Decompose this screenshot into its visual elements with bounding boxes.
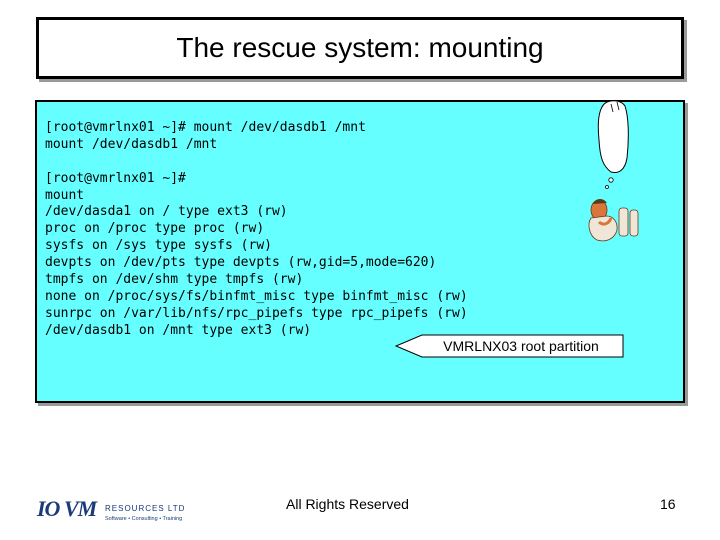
terminal-text: [root@vmrlnx01 ~]# mount /dev/dasdb1 /mn… xyxy=(45,120,468,340)
page-number: 16 xyxy=(660,496,676,512)
terminal-line: tmpfs on /dev/shm type tmpfs (rw) xyxy=(45,272,304,288)
terminal-line: [root@vmrlnx01 ~]# xyxy=(45,170,186,186)
terminal-line: /dev/dasdb1 on /mnt type ext3 (rw) xyxy=(45,322,312,338)
terminal-line: [root@vmrlnx01 ~]# mount /dev/dasdb1 /mn… xyxy=(45,120,366,135)
terminal-line: proc on /proc type proc (rw) xyxy=(45,221,265,237)
terminal-line: sunrpc on /var/lib/nfs/rpc_pipefs type r… xyxy=(45,305,468,321)
terminal-line xyxy=(45,154,468,171)
logo-tagline: Software • Consulting • Training xyxy=(105,516,183,522)
slide-title-box: The rescue system: mounting xyxy=(36,17,684,79)
logo-name: RESOURCES LTD xyxy=(105,504,186,513)
terminal-line: devpts on /dev/pts type devpts (rw,gid=5… xyxy=(45,255,437,271)
callout-label: VMRLNX03 root partition xyxy=(443,338,599,354)
company-logo: IO VM RESOURCES LTD Software • Consultin… xyxy=(37,494,202,526)
callout-arrow: VMRLNX03 root partition xyxy=(395,333,625,359)
terminal-line: sysfs on /sys type sysfs (rw) xyxy=(45,238,272,254)
terminal-output-panel: [root@vmrlnx01 ~]# mount /dev/dasdb1 /mn… xyxy=(35,100,685,403)
terminal-line: mount xyxy=(45,187,85,203)
thinking-person-icon xyxy=(585,100,650,245)
footer-copyright: All Rights Reserved xyxy=(286,496,409,512)
terminal-line: /dev/dasda1 on / type ext3 (rw) xyxy=(45,204,288,220)
terminal-line: none on /proc/sys/fs/binfmt_misc type bi… xyxy=(45,288,468,304)
slide-title: The rescue system: mounting xyxy=(176,32,544,63)
logo-mark: IO VM xyxy=(37,496,97,521)
terminal-line: mount /dev/dasdb1 /mnt xyxy=(45,136,218,152)
